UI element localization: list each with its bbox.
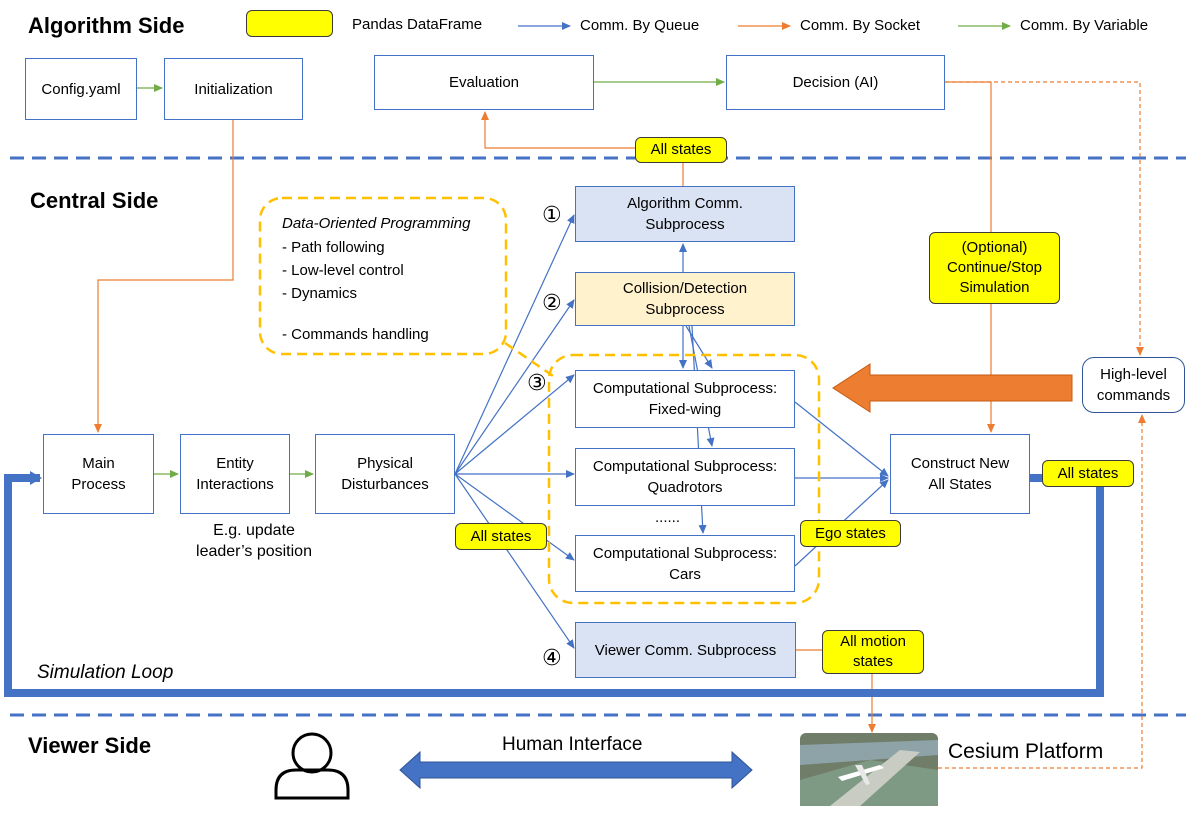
initialization-box: Initialization bbox=[164, 58, 303, 120]
all-states-mid-tag: All states bbox=[455, 523, 547, 550]
entity-interactions-box: Entity Interactions bbox=[180, 434, 290, 514]
optional-continue-stop-tag: (Optional) Continue/Stop Simulation bbox=[929, 232, 1060, 304]
computational-group-border bbox=[547, 353, 821, 605]
person-icon bbox=[274, 732, 350, 800]
human-interface-arrow bbox=[399, 750, 753, 790]
number-4: ④ bbox=[542, 645, 562, 670]
number-3: ③ bbox=[527, 370, 547, 395]
arrow-phys-fixedwing bbox=[454, 374, 575, 475]
dop-item-5: - Commands handling bbox=[282, 326, 429, 343]
dop-item-3: - Dynamics bbox=[282, 285, 358, 302]
number-2: ② bbox=[542, 290, 562, 315]
legend-queue-label: Comm. By Queue bbox=[580, 17, 700, 34]
central-side-title: Central Side bbox=[30, 188, 159, 213]
arrow-init-main bbox=[94, 118, 234, 433]
arrow-cesium-highlevel bbox=[938, 414, 1146, 769]
arrow-decision-highlevel bbox=[945, 81, 1144, 356]
all-states-top-tag: All states bbox=[635, 137, 727, 163]
dop-group-border bbox=[258, 196, 508, 356]
arrow-fw-construct bbox=[794, 401, 889, 477]
ellipsis-dots: ...... bbox=[655, 509, 681, 526]
human-interface-label: Human Interface bbox=[502, 734, 643, 755]
viewer-side-title: Viewer Side bbox=[28, 733, 152, 758]
arrow-phys-cars bbox=[454, 473, 575, 561]
collision-detection-box: Collision/Detection Subprocess bbox=[575, 272, 795, 326]
main-process-box: Main Process bbox=[43, 434, 154, 514]
ego-states-tag: Ego states bbox=[800, 520, 901, 547]
physical-disturbances-box: Physical Disturbances bbox=[315, 434, 455, 514]
dop-item-1: - Path following bbox=[282, 239, 385, 256]
fixed-wing-box: Computational Subprocess: Fixed-wing bbox=[575, 370, 795, 428]
cars-box: Computational Subprocess: Cars bbox=[575, 535, 795, 592]
algorithm-side-title: Algorithm Side bbox=[28, 13, 185, 38]
decision-box: Decision (AI) bbox=[726, 55, 945, 110]
arrow-algocomm-eval bbox=[481, 111, 684, 186]
algorithm-comm-box: Algorithm Comm. Subprocess bbox=[575, 186, 795, 242]
high-level-commands-box: High-level commands bbox=[1082, 357, 1185, 413]
legend-dataframe-label: Pandas DataFrame bbox=[352, 16, 483, 33]
config-box: Config.yaml bbox=[25, 58, 137, 120]
viewer-comm-box: Viewer Comm. Subprocess bbox=[575, 622, 796, 678]
simulation-loop-label: Simulation Loop bbox=[37, 662, 174, 683]
all-motion-states-tag: All motion states bbox=[822, 630, 924, 674]
arrow-phys-algocomm bbox=[454, 214, 575, 475]
dop-title: Data-Oriented Programming bbox=[282, 215, 471, 232]
dop-connector bbox=[504, 341, 557, 380]
cesium-screenshot-icon bbox=[800, 733, 938, 806]
legend-socket-label: Comm. By Socket bbox=[800, 17, 921, 34]
evaluation-box: Evaluation bbox=[374, 55, 594, 110]
quadrotors-box: Computational Subprocess: Quadrotors bbox=[575, 448, 795, 506]
dop-item-2: - Low-level control bbox=[282, 262, 404, 279]
entity-note: E.g. update leader’s position bbox=[196, 522, 312, 560]
high-level-big-arrow bbox=[832, 363, 1073, 413]
arrow-phys-collision bbox=[454, 299, 575, 475]
legend-variable-label: Comm. By Variable bbox=[1020, 17, 1149, 34]
arrow-phys-viewer bbox=[454, 473, 575, 649]
cesium-platform-label: Cesium Platform bbox=[948, 740, 1104, 763]
all-states-right-tag: All states bbox=[1042, 460, 1134, 487]
legend-dataframe-swatch bbox=[246, 10, 333, 37]
number-1: ① bbox=[542, 202, 562, 227]
construct-all-states-box: Construct New All States bbox=[890, 434, 1030, 514]
